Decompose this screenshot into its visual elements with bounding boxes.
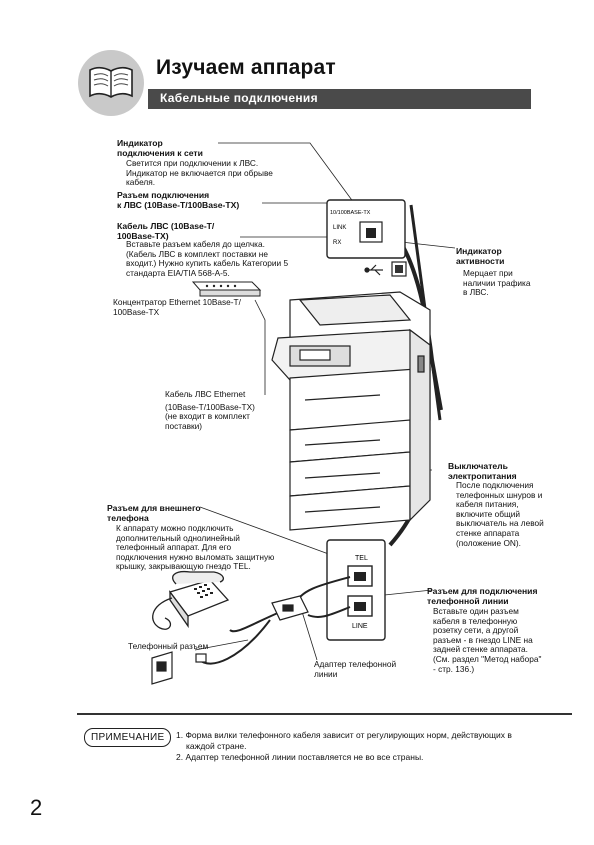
rx-label: RX	[333, 240, 341, 246]
divider	[77, 713, 572, 715]
note-text: 1. Форма вилки телефонного кабеля зависи…	[176, 730, 512, 762]
ethernet-hub	[191, 281, 262, 297]
lan-port-panel	[326, 199, 407, 277]
book-icon	[76, 48, 146, 118]
wall-jack-label: Телефонный разъем	[128, 641, 209, 651]
lan-cable-title: Кабель ЛВС (10Base-T/100Base-TX)	[117, 221, 215, 241]
port-label: 10/100BASE-TX	[330, 210, 371, 216]
section-title: Кабельные подключения	[160, 91, 318, 105]
telephone	[152, 570, 230, 630]
tel-label: TEL	[355, 555, 368, 562]
link-indicator-desc: Светится при подключении к ЛВС.Индикатор…	[126, 158, 273, 188]
section-bar: Кабельные подключения	[148, 89, 531, 109]
hub-label: Концентратор Ethernet 10Base-T/100Base-T…	[113, 297, 241, 317]
page-number: 2	[30, 795, 43, 820]
usb-icon	[364, 264, 383, 276]
link-label: LINK	[333, 225, 346, 231]
lan-cable-desc: Вставьте разъем кабеля до щелчка.(Кабель…	[126, 239, 289, 278]
line-label: LINE	[352, 623, 368, 630]
wall-phone-jack	[151, 651, 207, 685]
ethernet-cable-label: Кабель ЛВС Ethernet (10Base-T/100Base-TX…	[165, 389, 255, 431]
phone-jack-panel	[326, 539, 386, 641]
copier-machine	[271, 291, 431, 531]
page-title: Изучаем аппарат	[156, 56, 336, 79]
phone-line-adapter	[271, 595, 309, 621]
note-label: ПРИМЕЧАНИЕ	[84, 728, 172, 747]
